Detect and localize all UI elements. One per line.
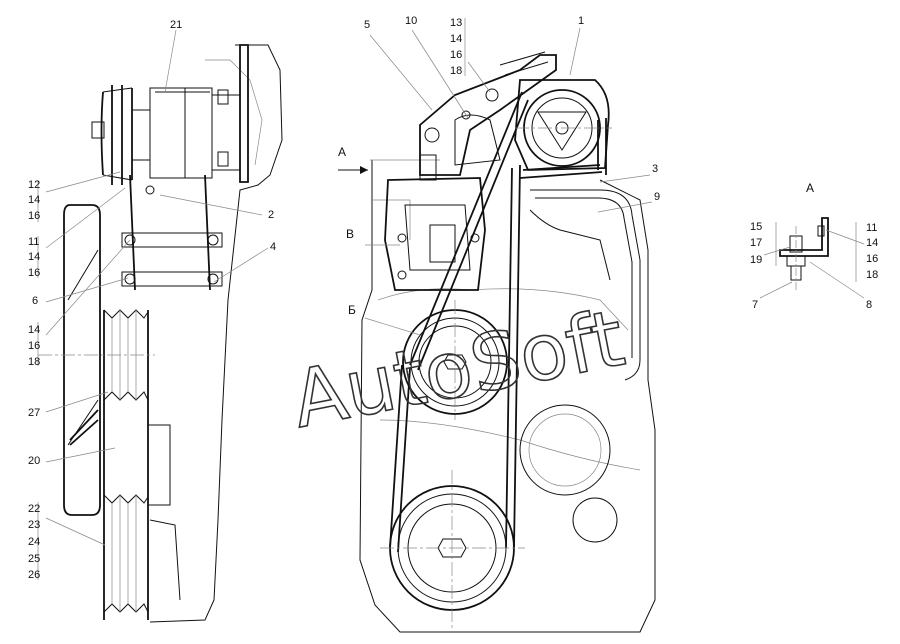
callout-18: 18 (28, 356, 40, 368)
view-c-label: Б (348, 303, 356, 317)
side-view (38, 44, 283, 623)
callout-17: 17 (750, 237, 762, 249)
view-b-label: В (346, 227, 354, 241)
callout-23: 23 (28, 519, 40, 531)
callout-18: 18 (450, 65, 462, 77)
callout-6: 6 (32, 295, 38, 307)
callout-8: 8 (866, 299, 872, 311)
front-view-leaders (364, 18, 653, 336)
callout-19: 19 (750, 254, 762, 266)
watermark-text: AutoSoft (285, 294, 631, 446)
callout-26: 26 (28, 569, 40, 581)
callout-13: 13 (450, 17, 462, 29)
callout-16: 16 (28, 340, 40, 352)
callout-15: 15 (750, 221, 762, 233)
callout-9: 9 (654, 191, 660, 203)
callout-25: 25 (28, 553, 40, 565)
front-view (338, 51, 656, 633)
callout-1: 1 (578, 15, 584, 27)
callout-7: 7 (752, 299, 758, 311)
callout-14: 14 (866, 237, 878, 249)
view-labels: А А В Б (338, 145, 814, 317)
callout-18: 18 (866, 269, 878, 281)
callout-16: 16 (866, 253, 878, 265)
callout-4: 4 (270, 241, 276, 253)
view-a-arrow-label: А (338, 145, 346, 159)
callout-16: 16 (450, 49, 462, 61)
side-view-leaders (37, 29, 269, 580)
callout-27: 27 (28, 407, 40, 419)
callout-11: 11 (866, 222, 877, 234)
callout-11: 11 (28, 236, 39, 248)
callout-24: 24 (28, 536, 40, 548)
callout-5: 5 (364, 19, 370, 31)
callout-16: 16 (28, 267, 40, 279)
callout-22: 22 (28, 503, 40, 515)
callout-12: 12 (28, 179, 40, 191)
callout-14: 14 (450, 33, 462, 45)
callout-16: 16 (28, 210, 40, 222)
callout-21: 21 (170, 19, 182, 31)
callout-14: 14 (28, 324, 40, 336)
callout-14: 14 (28, 251, 40, 263)
detail-view-a (759, 217, 865, 299)
view-a-title: А (806, 181, 814, 195)
callout-20: 20 (28, 455, 40, 467)
callout-2: 2 (268, 209, 274, 221)
callout-10: 10 (405, 15, 417, 27)
callout-labels: 21 12 14 16 11 14 16 6 14 16 18 27 20 22… (28, 15, 878, 581)
callout-14: 14 (28, 194, 40, 206)
callout-3: 3 (652, 163, 658, 175)
